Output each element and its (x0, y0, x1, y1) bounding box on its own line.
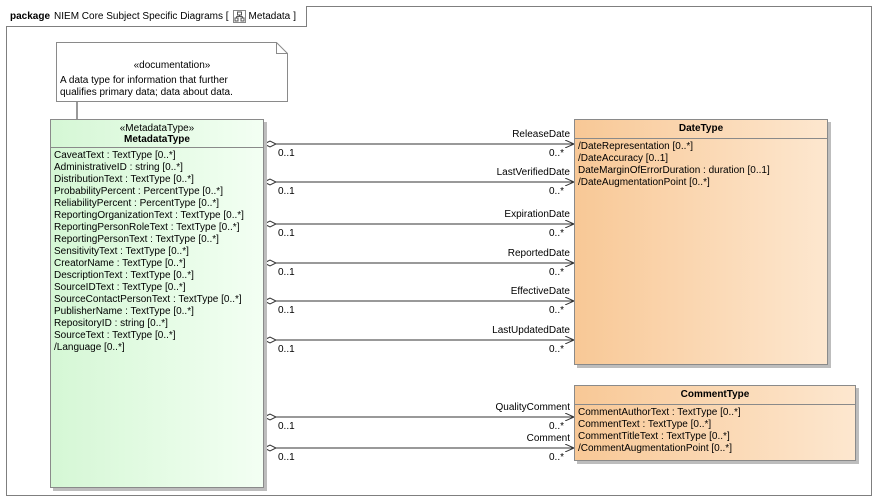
association-target-multiplicity: 0..* (548, 148, 564, 159)
association-role-label: QualityComment (495, 402, 570, 413)
association-source-multiplicity: 0..1 (278, 186, 295, 197)
date-type-class[interactable]: DateType /DateRepresentation [0..*]/Date… (574, 119, 828, 365)
metadata-type-attribute: SourceContactPersonText : TextType [0..*… (54, 294, 242, 305)
metadata-type-attribute: SourceIDText : TextType [0..*] (54, 282, 186, 293)
aggregation-diamond (262, 336, 278, 344)
comment-type-attributes: CommentAuthorText : TextType [0..*]Comme… (575, 405, 855, 457)
date-type-name: DateType (678, 123, 724, 134)
note-text-line-1: A data type for information that further (60, 75, 228, 86)
diagram-frame-tab: package NIEM Core Subject Specific Diagr… (6, 6, 308, 27)
aggregation-diamond (262, 220, 278, 228)
metadata-type-attribute: ReportingPersonText : TextType [0..*] (54, 234, 219, 245)
note-text-line-2: qualifies primary data; data about data. (60, 87, 233, 98)
aggregation-diamond (262, 413, 278, 421)
date-type-attribute: /DateRepresentation [0..*] (578, 141, 694, 152)
date-type-attribute: /DateAccuracy [0..1] (578, 153, 669, 164)
aggregation-diamond (262, 178, 278, 186)
aggregation-diamond (262, 140, 278, 148)
association-role-label: EffectiveDate (510, 286, 570, 297)
association-target-multiplicity: 0..* (548, 305, 564, 316)
comment-type-attribute: CommentText : TextType [0..*] (578, 419, 712, 430)
comment-type-attribute: CommentTitleText : TextType [0..*] (578, 431, 730, 442)
association-role-label: ReportedDate (507, 248, 570, 259)
comment-type-attribute: CommentAuthorText : TextType [0..*] (578, 407, 741, 418)
association-target-multiplicity: 0..* (548, 452, 564, 463)
diagram-frame (6, 6, 872, 496)
metadata-type-stereotype: «MetadataType» (119, 123, 195, 134)
metadata-type-attribute: PublisherName : TextType [0..*] (54, 306, 194, 317)
date-type-attributes: /DateRepresentation [0..*]/DateAccuracy … (575, 139, 827, 191)
frame-title: NIEM Core Subject Specific Diagrams [ (54, 10, 229, 22)
frame-title-end: ] (293, 10, 297, 22)
aggregation-diamond (262, 297, 278, 305)
association-source-multiplicity: 0..1 (278, 344, 295, 355)
association-source-multiplicity: 0..1 (278, 305, 295, 316)
note-shape (56, 42, 288, 102)
association-role-label: Comment (526, 433, 570, 444)
aggregation-diamond (262, 444, 278, 452)
metadata-type-attribute: ReportingPersonRoleText : TextType [0..*… (54, 222, 240, 233)
association-role-label: LastUpdatedDate (492, 325, 570, 336)
class-diagram-icon (232, 9, 246, 23)
association-source-multiplicity: 0..1 (278, 228, 295, 239)
comment-type-name: CommentType (680, 389, 750, 400)
metadata-type-attribute: DistributionText : TextType [0..*] (54, 174, 194, 185)
metadata-type-attributes: CaveatText : TextType [0..*]Administrati… (51, 148, 263, 356)
association-role-label: ReleaseDate (512, 129, 570, 140)
association-target-multiplicity: 0..* (548, 186, 564, 197)
metadata-type-attribute: SourceText : TextType [0..*] (54, 330, 176, 341)
association-target-multiplicity: 0..* (548, 267, 564, 278)
comment-type-class[interactable]: CommentType CommentAuthorText : TextType… (574, 385, 856, 461)
association-target-multiplicity: 0..* (548, 344, 564, 355)
metadata-type-attribute: AdministrativeID : string [0..*] (54, 162, 183, 173)
metadata-type-class[interactable]: «MetadataType» MetadataType CaveatText :… (50, 119, 264, 488)
association-source-multiplicity: 0..1 (278, 148, 295, 159)
metadata-type-attribute: SensitivityText : TextType [0..*] (54, 246, 189, 257)
frame-keyword: package (10, 10, 51, 22)
association-source-multiplicity: 0..1 (278, 452, 295, 463)
metadata-type-attribute: ProbabilityPercent : PercentType [0..*] (54, 186, 223, 197)
metadata-type-attribute: ReportingOrganizationText : TextType [0.… (54, 210, 244, 221)
metadata-type-attribute: CreatorName : TextType [0..*] (54, 258, 186, 269)
aggregation-diamond (262, 259, 278, 267)
association-target-multiplicity: 0..* (548, 228, 564, 239)
association-source-multiplicity: 0..1 (278, 421, 295, 432)
frame-diagram-name: Metadata (248, 10, 291, 22)
date-type-attribute: /DateAugmentationPoint [0..*] (578, 177, 710, 188)
metadata-type-attribute: /Language [0..*] (54, 342, 125, 353)
metadata-type-name: MetadataType (124, 134, 190, 145)
association-role-label: LastVerifiedDate (496, 167, 570, 178)
comment-type-attribute: /CommentAugmentationPoint [0..*] (578, 443, 732, 454)
metadata-type-attribute: RepositoryID : string [0..*] (54, 318, 168, 329)
note-stereotype: «documentation» (133, 60, 211, 71)
association-role-label: ExpirationDate (504, 209, 570, 220)
date-type-attribute: DateMarginOfErrorDuration : duration [0.… (578, 165, 770, 176)
association-target-multiplicity: 0..* (548, 421, 564, 432)
documentation-note: «documentation» A data type for informat… (56, 42, 288, 102)
association-source-multiplicity: 0..1 (278, 267, 295, 278)
metadata-type-attribute: DescriptionText : TextType [0..*] (54, 270, 194, 281)
metadata-type-attribute: CaveatText : TextType [0..*] (54, 150, 176, 161)
metadata-type-attribute: ReliabilityPercent : PercentType [0..*] (54, 198, 220, 209)
